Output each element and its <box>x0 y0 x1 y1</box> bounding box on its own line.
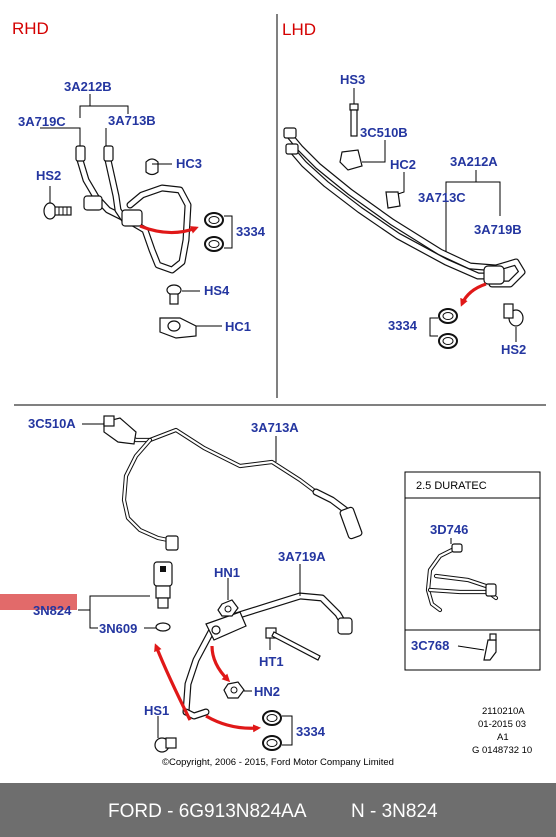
seal-3n609 <box>155 622 171 632</box>
part-number-footer: FORD - 6G913N824AA N - 3N824 <box>0 783 556 837</box>
label-ht1: HT1 <box>259 654 284 669</box>
part-3c768 <box>483 633 497 661</box>
label-hs1: HS1 <box>144 703 169 718</box>
nut-hn2 <box>223 681 245 699</box>
lhd-clip-hc2 <box>385 191 401 209</box>
diagram-info: 2110210A 01-2015 03 A1 G 0148732 10 <box>472 706 532 756</box>
label-3a212a: 3A212A <box>450 154 498 169</box>
highlight-3n824 <box>0 594 77 610</box>
arrow-to-hn2 <box>210 645 231 683</box>
label-hc2: HC2 <box>390 157 416 172</box>
info-revision: A1 <box>497 732 509 743</box>
stud-ht1 <box>265 627 321 661</box>
label-hs2-rhd: HS2 <box>36 168 61 183</box>
label-3a713a: 3A713A <box>251 420 299 435</box>
label-3a719c: 3A719C <box>18 114 66 129</box>
label-3c510a: 3C510A <box>28 416 76 431</box>
info-reference: G 0148732 10 <box>472 745 532 756</box>
rhd-clip-hc3 <box>145 158 159 176</box>
lhd-assembly: HS3 3C510B HC2 3A212A 3A713C 3A719B 3334… <box>283 72 526 357</box>
label-hs4: HS4 <box>204 283 230 298</box>
arrow-to-o-rings <box>205 714 261 733</box>
inset-title: 2.5 DURATEC <box>416 480 487 492</box>
pressure-sensor-3n824 <box>153 561 173 609</box>
lhd-clamp-3c510b <box>339 149 363 171</box>
label-3a719b: 3A719B <box>474 222 522 237</box>
label-3c510b: 3C510B <box>360 125 408 140</box>
label-hs3: HS3 <box>340 72 365 87</box>
label-hc3: HC3 <box>176 156 202 171</box>
screw-hs1 <box>154 737 177 753</box>
label-hn2: HN2 <box>254 684 280 699</box>
rhd-screw-hs2 <box>43 202 72 220</box>
copyright-text: ©Copyright, 2006 - 2015, Ford Motor Comp… <box>162 757 394 768</box>
label-hn1: HN1 <box>214 565 240 580</box>
rhd-bolt-hs4 <box>166 284 182 305</box>
label-hc1: HC1 <box>225 319 251 334</box>
label-3a713b: 3A713B <box>108 113 156 128</box>
label-3a719a: 3A719A <box>278 549 326 564</box>
section-title-rhd: RHD <box>12 19 49 38</box>
lhd-o-rings-3334 <box>438 308 458 349</box>
info-date: 01-2015 03 <box>478 719 526 730</box>
label-3d746: 3D746 <box>430 522 468 537</box>
lhd-o-ring-arrow <box>460 282 487 307</box>
label-3n824: 3N824 <box>33 603 72 618</box>
lhd-screw-hs2 <box>503 303 524 327</box>
rhd-o-ring-arrow <box>139 224 199 235</box>
rhd-o-rings-3334 <box>204 212 224 252</box>
footer-part-number: FORD - 6G913N824AA <box>108 801 307 822</box>
label-3a212b: 3A212B <box>64 79 112 94</box>
footer-reference: N - 3N824 <box>351 801 438 822</box>
label-3334-lhd: 3334 <box>388 318 418 333</box>
rhd-assembly: 3A212B 3A719C 3A713B HS2 HC3 3334 HS4 HC… <box>18 79 266 339</box>
arrow-to-seal <box>154 643 192 721</box>
label-hs2-lhd: HS2 <box>501 342 526 357</box>
label-3c768: 3C768 <box>411 638 449 653</box>
main-assembly: 3C510A 3A713A 3A719A HN1 3N824 3N609 HT1… <box>0 415 363 753</box>
label-3334-main: 3334 <box>296 724 326 739</box>
info-code: 2110210A <box>482 706 525 717</box>
label-3334-rhd: 3334 <box>236 224 266 239</box>
lhd-bolt-hs3 <box>349 103 359 137</box>
inset-2-5-duratec: 2.5 DURATEC 3D746 3C768 <box>404 471 541 671</box>
main-o-rings-3334 <box>262 710 282 751</box>
label-3a713c: 3A713C <box>418 190 466 205</box>
clip-3c510a <box>103 415 137 445</box>
section-title-lhd: LHD <box>282 20 316 39</box>
nut-hn1 <box>217 599 239 617</box>
label-3n609: 3N609 <box>99 621 137 636</box>
